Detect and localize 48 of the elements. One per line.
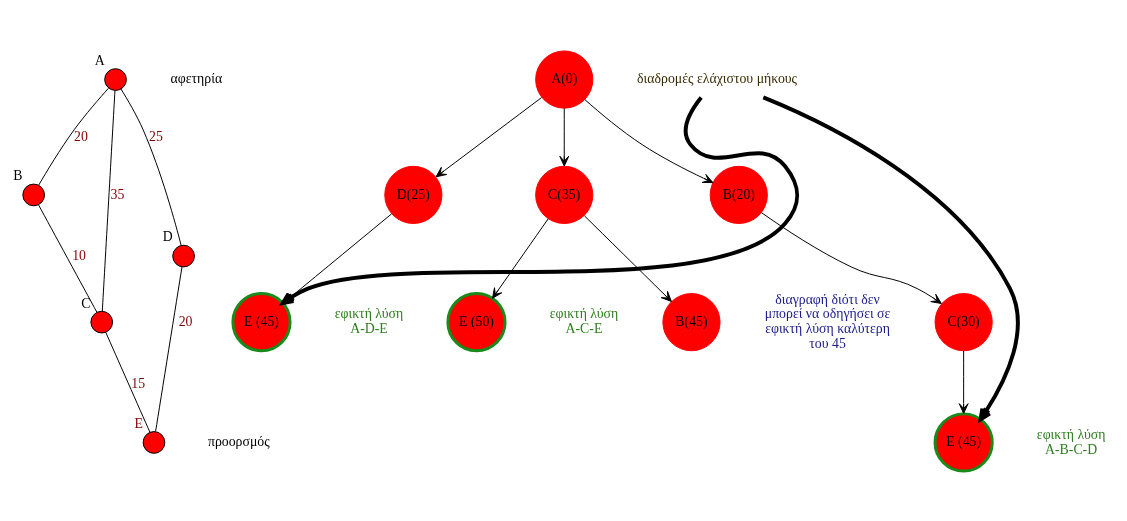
node-circle [142,430,166,454]
node-circle [172,244,195,267]
connector [38,87,109,185]
node-label: διαγραφή διότι δεν μπορεί να οδηγήσει σε εφικτή λύση καλύτερη του 45 [764,291,891,351]
node-text: διαδρομές ελάχιστου μήκους [637,70,798,86]
arrow [761,211,942,304]
node-circle [90,310,114,333]
node-circle: B(20) [709,165,768,224]
node-circle: A(0) [535,49,594,109]
edge-label: 35 [110,186,125,202]
node-label: B [13,167,23,183]
arrow [958,349,969,414]
arrow [435,96,543,177]
node-circle: E (50) [446,291,507,352]
arrow [583,214,672,302]
node-label: A-C-E [565,320,603,336]
node-circle: C(30) [934,292,993,351]
node-label: A-B-C-D [1045,441,1098,456]
node-label: D [162,228,173,244]
node-label: προορσμός [207,433,270,449]
edge-label: 10 [72,247,86,263]
node-label: εφικτή λύση [334,305,404,321]
node-circle [22,183,46,206]
node-label: εφικτή λύση [549,305,619,321]
node-label: αφετηρία [170,70,223,86]
node-circle: E (45) [933,411,994,473]
node-circle: D(25) [384,165,443,224]
edge-label: 20 [74,128,88,144]
node-circle: C(35) [535,165,594,224]
connector [120,88,182,246]
node-label: C [81,295,91,311]
node-label: E [134,415,143,431]
connector [101,89,116,312]
arrow [584,98,714,183]
connector [38,203,98,313]
arrow [491,217,549,299]
edge-label: 25 [149,128,163,144]
connector [105,331,151,433]
node-circle [104,67,127,91]
arrow [762,95,1020,421]
node-circle: E (45) [231,291,292,352]
edge-label: 15 [131,375,146,391]
node-label: A [94,52,105,68]
edge-label: 20 [178,313,193,329]
node-label: εφικτή λύση [1036,426,1106,442]
connector [155,265,183,432]
arrow [559,107,570,167]
node-label: A-D-E [350,320,388,336]
